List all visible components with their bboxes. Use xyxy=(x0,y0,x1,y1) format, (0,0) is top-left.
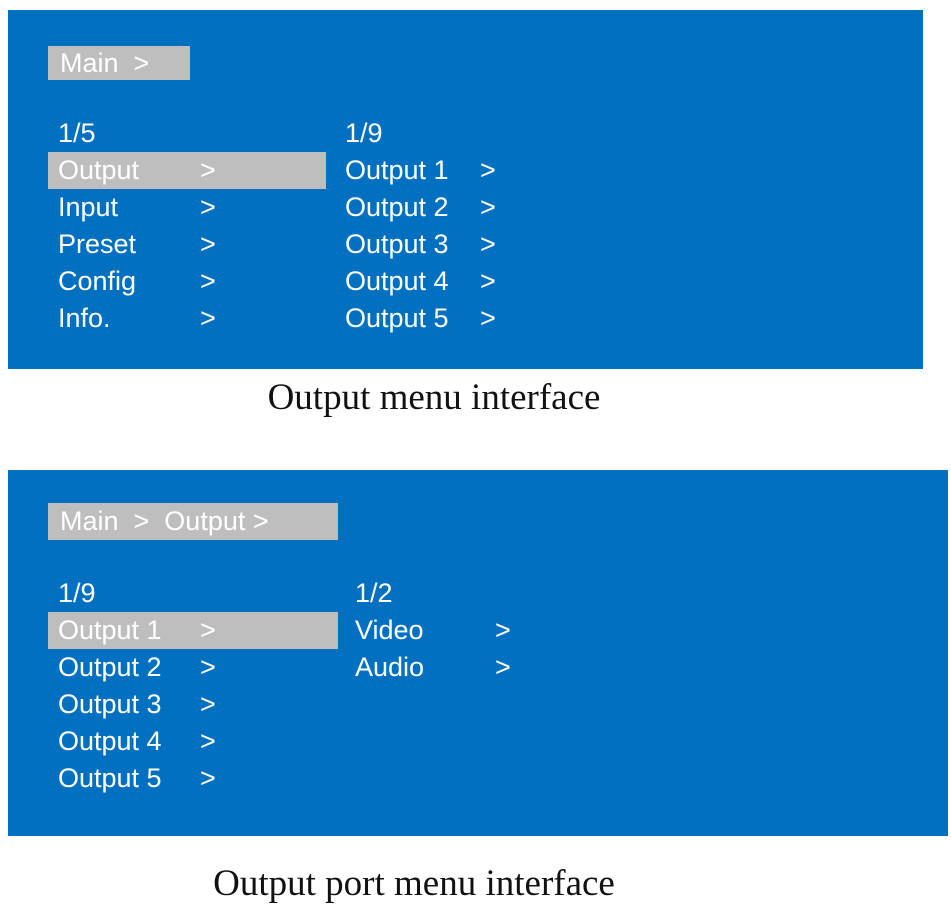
submenu-arrow-icon: > xyxy=(495,652,511,682)
menu-item-info[interactable]: Info. > xyxy=(48,300,326,337)
submenu-arrow-icon: > xyxy=(495,615,511,645)
submenu-arrow-icon: > xyxy=(480,155,496,185)
submenu-arrow-icon: > xyxy=(200,155,216,185)
menu-item-label: Info. xyxy=(58,303,111,333)
menu-item-video[interactable]: Video > xyxy=(345,612,565,649)
submenu-arrow-icon: > xyxy=(200,763,216,793)
menu-item-label: Output 2 xyxy=(345,192,449,222)
menu-item-label: Output 3 xyxy=(58,689,162,719)
menu-item-config[interactable]: Config > xyxy=(48,263,326,300)
menu-item-label: Output 1 xyxy=(345,155,449,185)
output-menu-column: 1/9 Output 1 > Output 2 > Output 3 > Out… xyxy=(48,575,338,797)
menu-item-label: Input xyxy=(58,192,119,222)
menu-item-output-1[interactable]: Output 1 > xyxy=(335,152,555,189)
figure-caption: Output port menu interface xyxy=(213,863,615,904)
submenu-arrow-icon: > xyxy=(480,303,496,333)
submenu-arrow-icon: > xyxy=(480,229,496,259)
menu-item-output-2[interactable]: Output 2 > xyxy=(48,649,338,686)
submenu-arrow-icon: > xyxy=(200,266,216,296)
page-indicator: 1/2 xyxy=(355,578,393,608)
menu-item-output-2[interactable]: Output 2 > xyxy=(335,189,555,226)
submenu-arrow-icon: > xyxy=(200,303,216,333)
menu-item-label: Video xyxy=(355,615,424,645)
menu-item-output-1[interactable]: Output 1 > xyxy=(48,612,338,649)
page-indicator: 1/9 xyxy=(58,578,96,608)
output-port-submenu-column: 1/2 Video > Audio > xyxy=(345,575,565,686)
breadcrumb: Main > Output > xyxy=(48,503,338,540)
submenu-arrow-icon: > xyxy=(200,192,216,222)
menu-item-label: Output 2 xyxy=(58,652,162,682)
menu-item-output-3[interactable]: Output 3 > xyxy=(335,226,555,263)
menu-item-output[interactable]: Output > xyxy=(48,152,326,189)
submenu-arrow-icon: > xyxy=(480,192,496,222)
menu-item-label: Output xyxy=(58,155,140,185)
submenu-arrow-icon: > xyxy=(480,266,496,296)
page-indicator: 1/9 xyxy=(345,118,383,148)
menu-item-label: Output 4 xyxy=(345,266,449,296)
submenu-arrow-icon: > xyxy=(200,229,216,259)
menu-item-label: Audio xyxy=(355,652,425,682)
submenu-arrow-icon: > xyxy=(200,689,216,719)
menu-item-output-4[interactable]: Output 4 > xyxy=(48,723,338,760)
menu-item-label: Output 3 xyxy=(345,229,449,259)
breadcrumb: Main > xyxy=(48,46,190,80)
menu-item-label: Preset xyxy=(58,229,137,259)
menu-item-label: Config xyxy=(58,266,137,296)
menu-item-audio[interactable]: Audio > xyxy=(345,649,565,686)
page-indicator: 1/5 xyxy=(58,118,96,148)
osd-screen-output-menu: Main > Output > 1/9 Output 1 > Output 2 … xyxy=(8,470,948,836)
menu-item-output-4[interactable]: Output 4 > xyxy=(335,263,555,300)
main-menu-column: 1/5 Output > Input > Preset > Config > I… xyxy=(48,115,326,337)
figure-caption: Output menu interface xyxy=(267,377,601,418)
submenu-arrow-icon: > xyxy=(200,652,216,682)
menu-item-label: Output 4 xyxy=(58,726,162,756)
menu-item-output-3[interactable]: Output 3 > xyxy=(48,686,338,723)
menu-item-output-5[interactable]: Output 5 > xyxy=(48,760,338,797)
menu-item-label: Output 5 xyxy=(58,763,162,793)
menu-item-input[interactable]: Input > xyxy=(48,189,326,226)
menu-item-output-5[interactable]: Output 5 > xyxy=(335,300,555,337)
submenu-arrow-icon: > xyxy=(200,726,216,756)
submenu-arrow-icon: > xyxy=(200,615,216,645)
menu-item-label: Output 5 xyxy=(345,303,449,333)
osd-screen-main-menu: Main > 1/5 Output > Input > Preset > Con… xyxy=(8,10,923,369)
output-submenu-column: 1/9 Output 1 > Output 2 > Output 3 > Out… xyxy=(335,115,555,337)
menu-item-preset[interactable]: Preset > xyxy=(48,226,326,263)
menu-item-label: Output 1 xyxy=(58,615,162,645)
